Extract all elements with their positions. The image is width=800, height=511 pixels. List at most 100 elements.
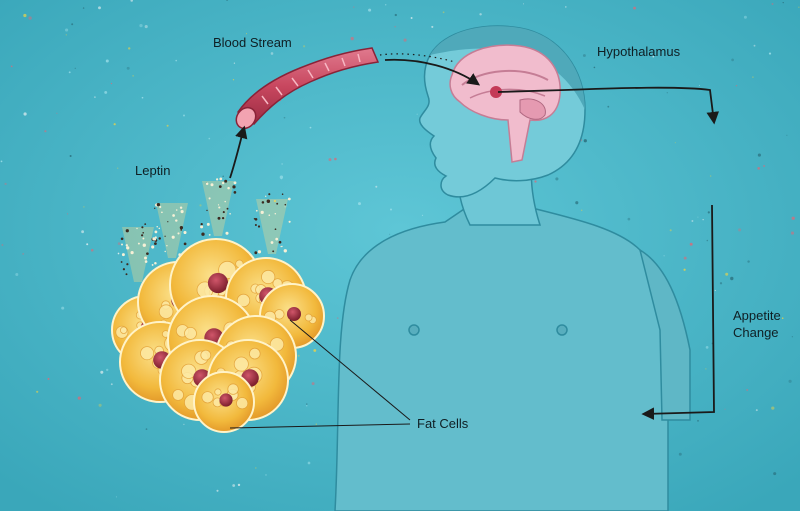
speckle [627, 217, 631, 221]
leptin-particle [154, 207, 156, 209]
label-blood-stream: Blood Stream [213, 35, 292, 50]
leptin-particle [180, 210, 184, 214]
leptin-particle [154, 230, 158, 234]
leptin-particle [180, 229, 183, 231]
leptin-particle [254, 217, 258, 221]
leptin-particle [233, 191, 237, 194]
speckle [216, 489, 219, 492]
speckle [705, 346, 709, 349]
speckle [583, 139, 587, 143]
speckle [127, 47, 131, 50]
leptin-particle [122, 268, 126, 271]
speckle [791, 336, 794, 338]
leptin-particle [216, 178, 219, 181]
leptin-particle [144, 223, 147, 225]
speckle [145, 428, 148, 430]
leptin-particle [156, 226, 158, 228]
speckle [83, 206, 85, 208]
speckle [65, 34, 68, 36]
speckle [232, 484, 236, 487]
leptin-particle [183, 230, 187, 235]
speckle [697, 216, 699, 218]
speckle [222, 175, 224, 178]
speckle [100, 370, 104, 374]
speckle [782, 1, 784, 4]
leptin-particle [232, 185, 236, 189]
leptin-particle [156, 202, 161, 207]
leptin-particle [275, 237, 279, 241]
speckle [104, 90, 108, 94]
speckle [709, 175, 712, 177]
leptin-particle [171, 235, 175, 239]
speckle [77, 396, 81, 400]
spray-plume [156, 203, 188, 258]
speckle [69, 154, 72, 158]
speckle [394, 25, 397, 28]
speckle [788, 379, 792, 383]
speckle [421, 214, 424, 217]
speckle [309, 126, 312, 129]
speckle [580, 209, 583, 212]
leptin-particle [206, 209, 208, 212]
speckle [389, 233, 391, 235]
arrow-hypothalamus-out [497, 86, 720, 125]
speckle [115, 496, 118, 498]
speckle [691, 220, 694, 222]
leptin-particle [200, 222, 203, 226]
leptin-particle [208, 233, 211, 236]
leptin-particle [206, 222, 210, 226]
speckle [305, 404, 308, 407]
arrow-to-brain [384, 58, 481, 86]
speckle [113, 123, 116, 126]
speckle [719, 282, 723, 285]
speckle [245, 33, 248, 35]
label-change: Change [733, 325, 779, 340]
leptin-particle [217, 216, 221, 220]
leptin-particle [268, 214, 271, 217]
speckle [90, 248, 94, 252]
speckle [279, 175, 284, 179]
speckle [226, 0, 229, 2]
speckle [747, 260, 750, 263]
leptin-particle [125, 244, 128, 247]
leptin-particle [225, 231, 229, 235]
leptin-particle [281, 193, 284, 195]
label-hypothalamus: Hypothalamus [597, 44, 681, 59]
speckle [565, 6, 567, 8]
leptin-particle [179, 206, 183, 209]
leptin-particle [137, 242, 140, 245]
speckle [707, 211, 710, 214]
speckle [82, 7, 85, 9]
leptin-particle [224, 200, 226, 203]
speckle [117, 242, 121, 245]
speckle [350, 36, 354, 41]
callout-line-lower [229, 423, 411, 429]
leptin-particle [166, 245, 168, 247]
speckle [752, 76, 754, 78]
speckle [23, 13, 27, 18]
speckle [47, 377, 50, 380]
leptin-particle [272, 250, 275, 253]
speckle [757, 153, 761, 157]
leptin-particle [172, 214, 175, 217]
leptin-particle [278, 240, 282, 244]
speckle [575, 201, 579, 205]
leptin-particle [136, 227, 138, 230]
speckle [607, 105, 610, 108]
speckle [786, 134, 788, 136]
leptin-particle [141, 226, 144, 229]
speckle [110, 82, 113, 85]
leptin-particle [140, 234, 144, 237]
speckle [763, 164, 766, 168]
leptin-particle [159, 205, 162, 209]
speckle [757, 167, 761, 170]
speckle [22, 252, 25, 255]
speckle [389, 208, 393, 211]
leptin-particle [201, 232, 205, 236]
leptin-particle [158, 237, 161, 240]
speckle [652, 55, 655, 58]
leptin-particle [233, 181, 237, 185]
speckle [15, 273, 19, 276]
speckle [416, 113, 418, 115]
leptin-particle [146, 252, 149, 256]
